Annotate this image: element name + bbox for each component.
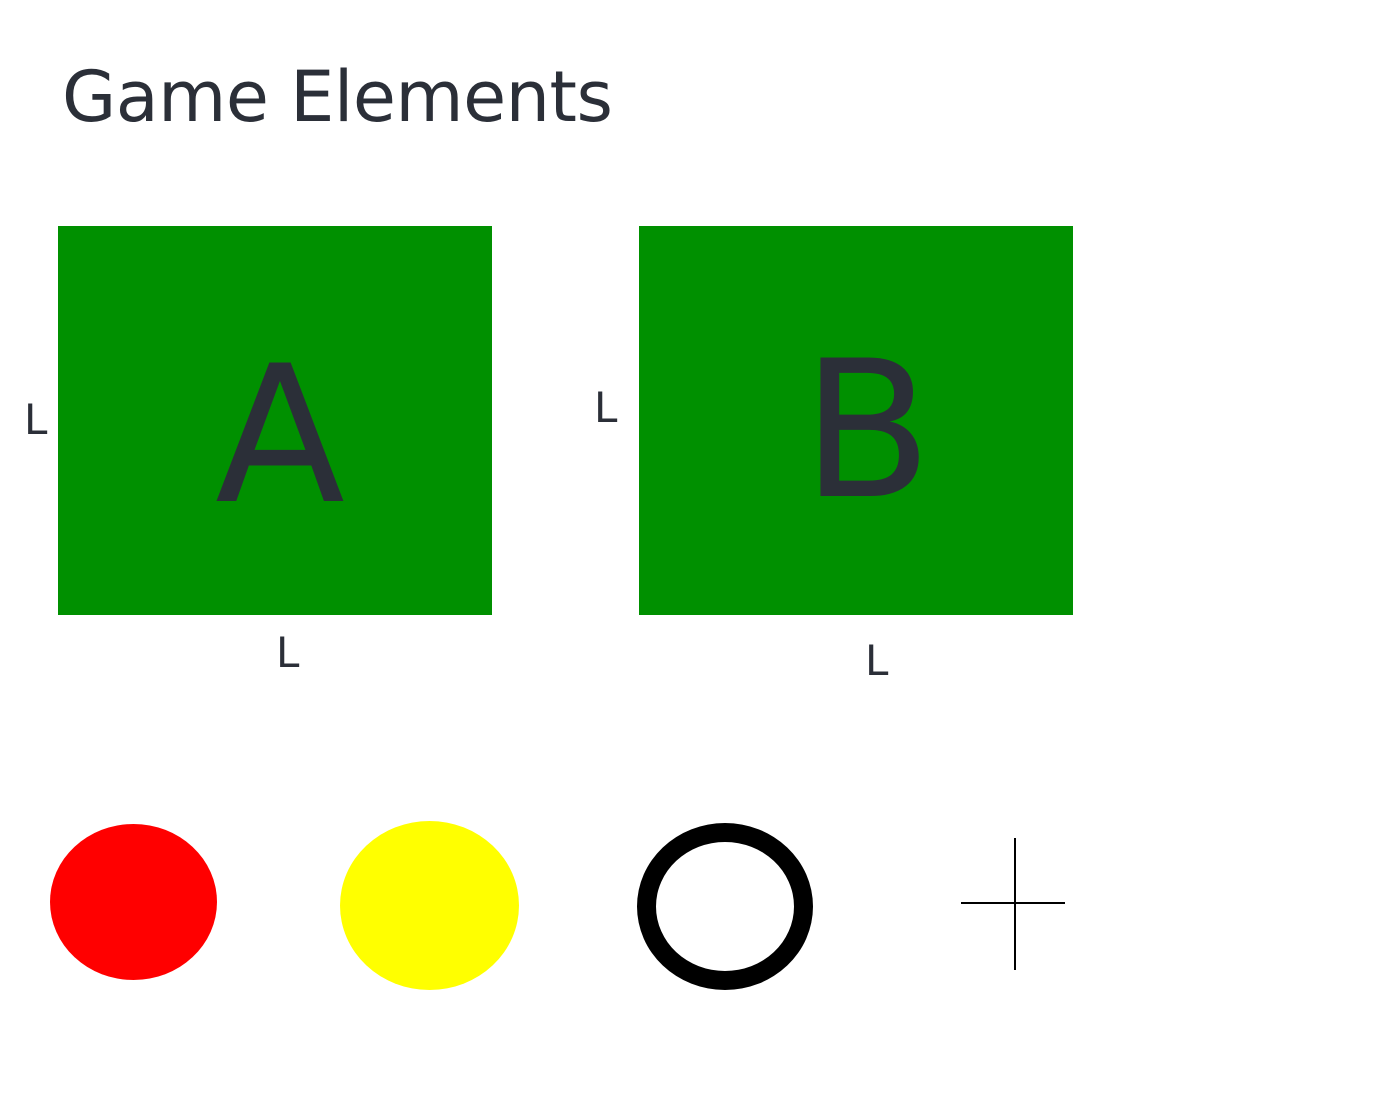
board-a[interactable]: A xyxy=(58,226,492,615)
red-circle-icon[interactable] xyxy=(50,824,217,980)
board-b[interactable]: B xyxy=(639,226,1073,615)
black-ring-icon[interactable] xyxy=(637,823,813,990)
page-title: Game Elements xyxy=(62,56,613,138)
board-b-bottom-label: L xyxy=(865,636,889,685)
crosshair-icon[interactable] xyxy=(961,838,1065,970)
board-b-letter: B xyxy=(801,320,933,541)
board-b-left-label: L xyxy=(594,383,618,432)
board-a-left-label: L xyxy=(24,395,48,444)
board-a-bottom-label: L xyxy=(276,628,300,677)
yellow-circle-icon[interactable] xyxy=(340,821,519,990)
board-a-letter: A xyxy=(215,325,345,546)
